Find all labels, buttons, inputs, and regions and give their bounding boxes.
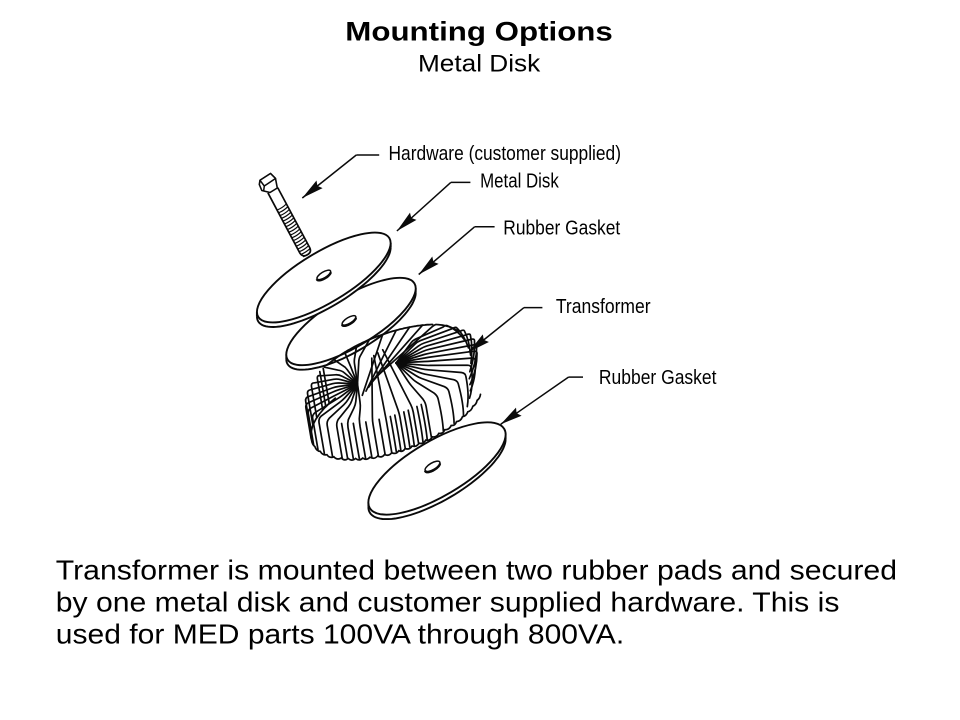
svg-text:Transformer is mounted between: Transformer is mounted between two rubbe… — [56, 555, 897, 586]
svg-text:Transformer: Transformer — [556, 296, 651, 318]
svg-text:Metal Disk: Metal Disk — [418, 50, 541, 77]
svg-text:used for MED parts 100VA throu: used for MED parts 100VA through 800VA. — [56, 619, 624, 650]
svg-text:Metal Disk: Metal Disk — [480, 171, 560, 193]
svg-text:by one metal disk and customer: by one metal disk and customer supplied … — [56, 587, 840, 618]
svg-text:Mounting Options: Mounting Options — [345, 16, 613, 46]
svg-text:Hardware (customer supplied): Hardware (customer supplied) — [389, 143, 622, 165]
svg-text:Rubber Gasket: Rubber Gasket — [599, 367, 717, 389]
svg-text:Rubber Gasket: Rubber Gasket — [503, 217, 620, 239]
